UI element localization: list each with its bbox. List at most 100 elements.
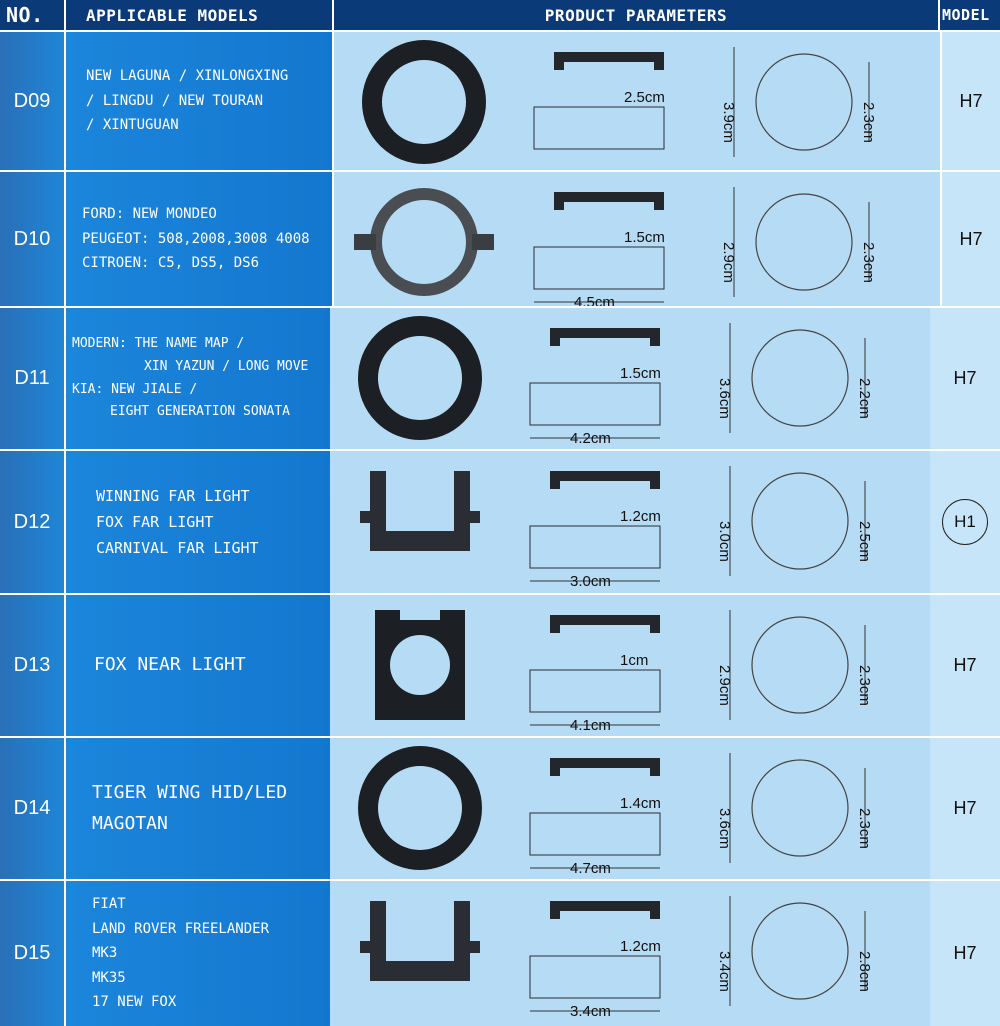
row-no: D14 xyxy=(0,738,64,879)
dim-height: 3.0cm xyxy=(716,521,733,562)
model-line: XIN YAZUN / LONG MOVE xyxy=(144,358,309,374)
row-no: D15 xyxy=(0,881,64,1026)
adapter-line-drawing: 2.9cm 2.3cm xyxy=(720,187,877,297)
adapter-line-drawing: 3.6cm 2.3cm xyxy=(716,753,873,863)
dim-height: 2.9cm xyxy=(720,242,737,283)
dim-width: 1cm xyxy=(620,652,648,669)
applicable-models: FOX NEAR LIGHT xyxy=(66,595,330,736)
dim-height: 3.9cm xyxy=(720,102,737,143)
header-model: MODEL xyxy=(940,0,1000,30)
adapter-photo xyxy=(358,746,482,870)
adapter-line-drawing: 2.9cm 2.3cm xyxy=(716,610,873,720)
header-applicable-models: APPLICABLE MODELS xyxy=(66,0,332,30)
spec-row: D09 NEW LAGUNA / XINLONGXING / LINGDU / NE… xyxy=(0,32,1000,170)
adapter-line-drawing: 3.9cm 2.3cm xyxy=(720,47,877,157)
dim-diameter: 2.3cm xyxy=(856,665,873,706)
spec-row: D10 FORD: NEW MONDEO PEUGEOT: 508,2008,300… xyxy=(0,172,1000,306)
product-parameters: 1.2cm 3.0cm 3.0cm 2.5cm xyxy=(330,451,930,593)
dim-diameter: 2.3cm xyxy=(860,102,877,143)
dim-height: 3.6cm xyxy=(716,378,733,419)
bulb-model: H7 xyxy=(942,172,1000,306)
dim-width: 1.2cm xyxy=(620,508,661,525)
applicable-models: TIGER WING HID/LED MAGOTAN xyxy=(66,738,330,879)
dim-width: 1.5cm xyxy=(624,229,665,246)
product-parameters: 1.5cm 4.5cm 2.9cm 2.3cm xyxy=(334,172,940,306)
adapter-photo xyxy=(358,316,482,440)
applicable-models: FORD: NEW MONDEO PEUGEOT: 508,2008,3008 4… xyxy=(66,172,332,306)
model-line: MK35 xyxy=(92,969,126,986)
applicable-models: NEW LAGUNA / XINLONGXING / LINGDU / NEW T… xyxy=(66,32,332,170)
model-line: MODERN: THE NAME MAP / xyxy=(72,336,245,351)
model-line: NEW LAGUNA / XINLONGXING xyxy=(86,68,289,85)
dim-length: 4.1cm xyxy=(570,717,611,734)
row-no: D11 xyxy=(0,308,64,449)
dim-diameter: 2.3cm xyxy=(856,808,873,849)
adapter-side-view: 1.5cm 4.5cm xyxy=(533,192,665,306)
model-line: PEUGEOT: 508,2008,3008 4008 xyxy=(82,230,310,247)
model-line: MAGOTAN xyxy=(92,812,168,834)
parameter-figures: 1cm 4.1cm 2.9cm 2.3cm xyxy=(375,610,873,734)
bulb-model: H7 xyxy=(930,595,1000,736)
product-parameters: 2.5cm 3.9cm 2.3cm xyxy=(334,32,940,170)
adapter-line-drawing: 3.6cm 2.2cm xyxy=(716,323,873,433)
parameter-figures: 1.2cm 3.0cm 3.0cm 2.5cm xyxy=(360,466,873,590)
model-line: MK3 xyxy=(92,945,118,962)
adapter-line-drawing: 3.0cm 2.5cm xyxy=(716,466,873,576)
header-no: NO. xyxy=(0,0,64,30)
model-line: FORD: NEW MONDEO xyxy=(82,206,217,223)
model-line: FIAT xyxy=(92,896,126,913)
model-line: KIA: NEW JIALE / xyxy=(72,381,198,397)
adapter-photo xyxy=(360,471,480,551)
adapter-side-view: 1cm 4.1cm xyxy=(529,615,661,734)
model-line: / LINGDU / NEW TOURAN xyxy=(86,92,264,109)
dim-length: 3.0cm xyxy=(570,573,611,590)
dim-height: 2.9cm xyxy=(716,665,733,706)
bulb-model: H7 xyxy=(942,32,1000,170)
row-no: D10 xyxy=(0,172,64,306)
row-no: D09 xyxy=(0,32,64,170)
model-line: TIGER WING HID/LED xyxy=(92,781,288,803)
model-line: CARNIVAL FAR LIGHT xyxy=(96,539,259,558)
dim-diameter: 2.2cm xyxy=(856,378,873,419)
adapter-side-view: 2.5cm xyxy=(533,52,665,150)
parameter-figures: 2.5cm 3.9cm 2.3cm xyxy=(362,40,877,164)
spec-row: D11 MODERN: THE NAME MAP / XIN YAZUN / LON… xyxy=(0,308,1000,449)
model-line: LAND ROVER FREELANDER xyxy=(92,920,270,937)
model-line: / XINTUGUAN xyxy=(86,117,179,134)
dim-length: 4.5cm xyxy=(574,294,615,306)
dim-length: 3.4cm xyxy=(570,1003,611,1020)
applicable-models: MODERN: THE NAME MAP / XIN YAZUN / LONG M… xyxy=(66,308,330,449)
model-line: CITROEN: C5, DS5, DS6 xyxy=(82,255,260,272)
parameter-figures: 1.5cm 4.5cm 2.9cm 2.3cm xyxy=(354,187,877,306)
adapter-side-view: 1.2cm 3.0cm xyxy=(529,471,661,590)
model-line: WINNING FAR LIGHT xyxy=(96,486,250,505)
dim-height: 3.6cm xyxy=(716,808,733,849)
bulb-model: H7 xyxy=(930,738,1000,879)
dim-height: 3.4cm xyxy=(716,951,733,992)
dim-width: 1.4cm xyxy=(620,795,661,812)
adapter-photo xyxy=(360,901,480,981)
bulb-model: H7 xyxy=(930,881,1000,1026)
product-parameters: 1cm 4.1cm 2.9cm 2.3cm xyxy=(330,595,930,736)
dim-diameter: 2.5cm xyxy=(856,521,873,562)
adapter-photo xyxy=(354,188,494,296)
bulb-model: H7 xyxy=(930,308,1000,449)
dim-length: 4.2cm xyxy=(570,430,611,447)
adapter-photo xyxy=(362,40,486,164)
dim-diameter: 2.3cm xyxy=(860,242,877,283)
